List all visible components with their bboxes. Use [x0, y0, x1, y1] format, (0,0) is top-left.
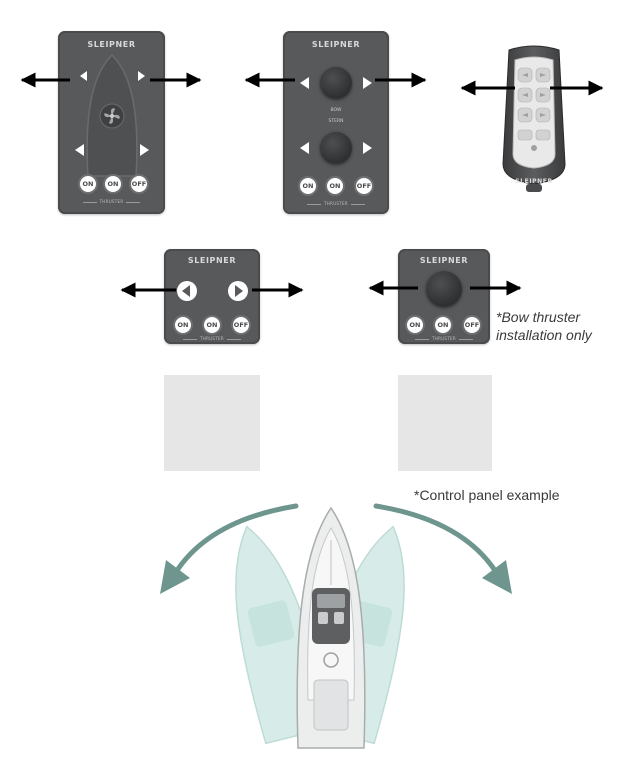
control-panel-dual-joystick: SLEIPNER BOW STERN ON ON OFF THRUSTER [283, 31, 389, 214]
turn-arc-right [373, 503, 499, 575]
left-circle-arrow-icon[interactable] [176, 280, 198, 302]
double-arrow-icon [20, 72, 604, 298]
right-circle-arrow-icon[interactable] [227, 280, 249, 302]
propeller-icon [99, 103, 125, 129]
control-panel-bow-touch: SLEIPNER ON ON OFF THRUSTER [58, 31, 165, 214]
turn-arrowhead-right [482, 560, 512, 594]
thruster-label: THRUSTER [58, 199, 165, 204]
top-left-arrow-icon[interactable] [80, 71, 87, 81]
thruster-label: THRUSTER [398, 336, 490, 341]
bow-thruster-note-line1: *Bow thruster [496, 309, 581, 325]
joystick-knob[interactable] [426, 271, 462, 307]
stern-joystick-knob[interactable] [320, 132, 352, 164]
control-panel-example-note: *Control panel example [414, 487, 560, 503]
turn-arc-left [173, 503, 299, 575]
bow-joystick-knob[interactable] [320, 67, 352, 99]
bow-thruster-note-line2: installation only [496, 327, 592, 343]
control-panel-small-touch: SLEIPNER ON ON OFF THRUSTER [164, 249, 260, 344]
touch-right-arrow-icon[interactable] [140, 144, 149, 156]
placeholder-box-left [164, 375, 260, 471]
on-button-1[interactable]: ON [405, 315, 425, 335]
stern-left-arrow-icon[interactable] [300, 142, 309, 154]
panel-brand-label: SLEIPNER [87, 40, 136, 49]
bow-thruster-note: *Bow thruster installation only [496, 308, 636, 344]
turn-arrow-icon [173, 503, 499, 575]
off-button[interactable]: OFF [129, 174, 149, 194]
off-button[interactable]: OFF [462, 315, 482, 335]
remote-brand-label: SLEIPNER [515, 178, 553, 185]
touch-left-arrow-icon[interactable] [75, 144, 84, 156]
thruster-label: THRUSTER [164, 336, 260, 341]
turn-arrowhead-left [160, 560, 190, 594]
top-right-arrow-icon[interactable] [138, 71, 145, 81]
on-button-2[interactable]: ON [433, 315, 453, 335]
off-button[interactable]: OFF [354, 176, 374, 196]
control-panel-small-joystick: SLEIPNER ON ON OFF THRUSTER [398, 249, 490, 344]
stern-right-arrow-icon[interactable] [363, 142, 372, 154]
bow-label: BOW [330, 108, 342, 113]
bow-right-arrow-icon[interactable] [363, 77, 372, 89]
bow-left-arrow-icon[interactable] [300, 77, 309, 89]
on-button-1[interactable]: ON [173, 315, 193, 335]
on-button-2[interactable]: ON [202, 315, 222, 335]
thruster-label: THRUSTER [283, 201, 389, 206]
off-button[interactable]: OFF [231, 315, 251, 335]
boat-icon [296, 506, 366, 749]
on-button-1[interactable]: ON [78, 174, 98, 194]
placeholder-box-right [398, 375, 492, 471]
panel-brand-label: SLEIPNER [187, 256, 237, 265]
on-button-2[interactable]: ON [103, 174, 123, 194]
remote-control-icon[interactable] [499, 44, 569, 196]
panel-brand-label: SLEIPNER [311, 40, 361, 49]
on-button-1[interactable]: ON [298, 176, 318, 196]
panel-brand-label: SLEIPNER [419, 256, 469, 265]
stern-label: STERN [328, 119, 344, 124]
on-button-2[interactable]: ON [325, 176, 345, 196]
